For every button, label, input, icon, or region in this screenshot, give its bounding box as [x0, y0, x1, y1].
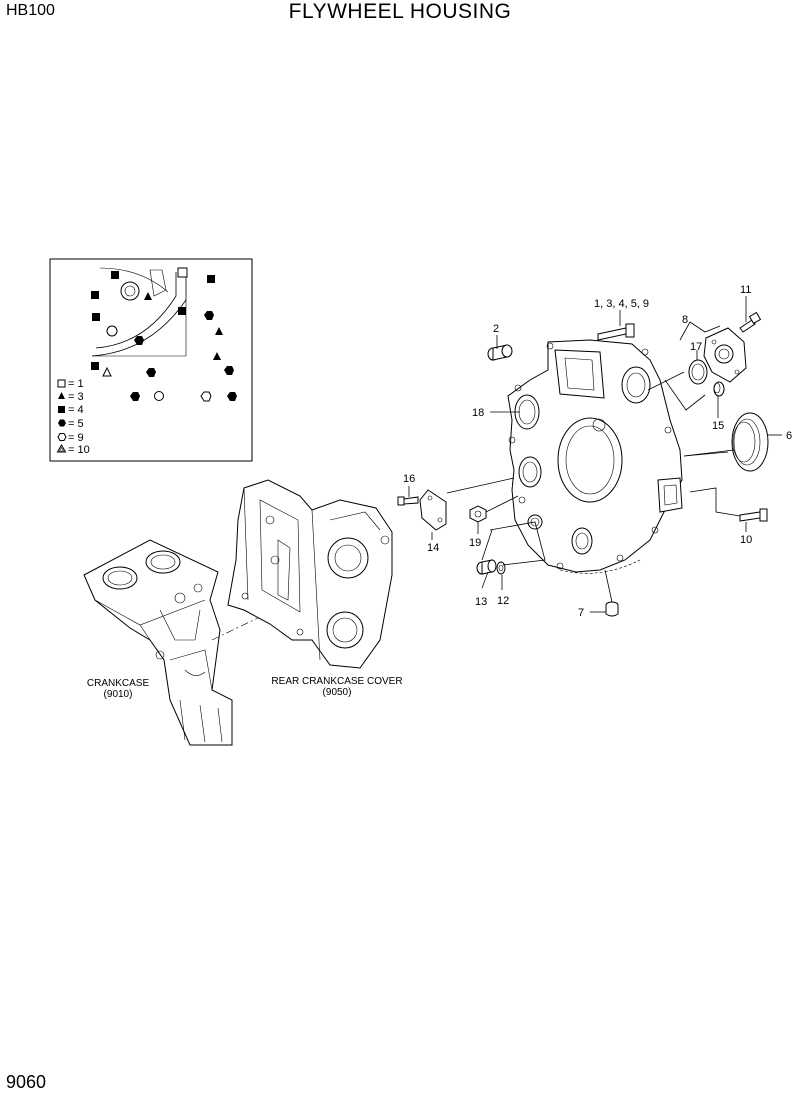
- filled-triangle-symbol: [144, 292, 152, 300]
- crankcase-drawing: [83, 539, 233, 746]
- inset-housing-outline: [91, 272, 187, 357]
- filled-square-symbol: [207, 275, 215, 283]
- callout-6: 6: [786, 430, 792, 442]
- filled-square-symbol: [92, 313, 100, 321]
- callout-8: 8: [682, 314, 688, 326]
- crankcase-outline: [83, 539, 233, 746]
- captions: CRANKCASE (9010) REAR CRANKCASE COVER (9…: [87, 676, 403, 700]
- callout-17: 17: [690, 341, 702, 353]
- filled-hexagon-symbol: [204, 311, 214, 320]
- callout-13: 13: [475, 596, 487, 608]
- part-19-plug: [469, 505, 487, 523]
- part-13-plug: [476, 559, 497, 575]
- hollow-square-icon: [57, 379, 66, 388]
- legend-label: = 9: [68, 432, 84, 444]
- inset-frame: [49, 258, 253, 462]
- filled-hexagon-symbol: [130, 392, 140, 401]
- model-code: HB100: [6, 2, 55, 19]
- legend-label: = 10: [68, 444, 90, 456]
- callout-18: 18: [472, 407, 484, 419]
- filled-square-symbol: [91, 362, 99, 370]
- filled-hexagon-symbol: [134, 336, 144, 345]
- inset-bore: [120, 281, 140, 301]
- housing-side-pad: [657, 477, 683, 513]
- legend-label: = 1: [68, 378, 84, 390]
- callout-16: 16: [403, 473, 415, 485]
- fastener-legend-inset: = 1 = 3 = 4 = 5 = 9 = 10: [49, 258, 253, 462]
- housing-top-cavity: [554, 349, 605, 399]
- filled-square-symbol: [178, 307, 186, 315]
- crankcase-caption: CRANKCASE: [87, 678, 150, 689]
- flywheel-housing-drawing: [507, 339, 683, 574]
- filled-hexagon-symbol: [224, 366, 234, 375]
- callout-10: 10: [740, 534, 752, 546]
- part-14-cover: [419, 489, 447, 531]
- part-15-plug: [713, 381, 725, 397]
- alignment-line: [211, 615, 263, 641]
- housing-left-lower-bore: [518, 456, 542, 488]
- legend-label: = 4: [68, 404, 84, 416]
- callout-11: 11: [740, 284, 751, 296]
- hollow-hexagon-symbol: [200, 391, 212, 402]
- filled-square-symbol: [111, 271, 119, 279]
- cover-lower-bore: [326, 611, 364, 649]
- part-7-sleeve: [605, 601, 619, 617]
- hollow-triangle-icon: [56, 443, 67, 453]
- part-12-washer: [496, 561, 506, 575]
- filled-square-symbol: [91, 291, 99, 299]
- part-17-gasket: [688, 359, 708, 385]
- callout-7: 7: [578, 607, 584, 619]
- callout-12: 12: [497, 595, 509, 607]
- callout-14: 14: [427, 542, 439, 554]
- filled-triangle-icon: [58, 392, 65, 399]
- rear-cover-ref: (9050): [323, 687, 352, 698]
- part-6-seal-ring: [731, 412, 769, 472]
- part-1-3-4-5-9-bolt: [597, 323, 635, 341]
- part-10-bolt: [739, 508, 768, 522]
- page-title: FLYWHEEL HOUSING: [288, 0, 512, 23]
- crankcase-ref: (9010): [104, 689, 133, 700]
- housing-flywheel-bore: [557, 417, 623, 503]
- filled-square-icon: [58, 406, 65, 413]
- cover-large-bore: [327, 537, 369, 579]
- callouts: 1, 3, 4, 5, 9 2 11 8 17 18 15 6 16 14 19…: [403, 284, 792, 619]
- housing-upper-bore: [621, 366, 651, 404]
- filled-triangle-symbol: [213, 352, 221, 360]
- hollow-triangle-symbol: [102, 366, 112, 377]
- filled-hexagon-symbol: [227, 392, 237, 401]
- cylinder-bore-icon: [145, 550, 181, 574]
- callout-2: 2: [493, 323, 499, 335]
- hollow-hexagon-icon: [57, 433, 67, 441]
- legend-key: = 1 = 3 = 4 = 5 = 9 = 10: [56, 378, 90, 456]
- rear-cover-caption: REAR CRANKCASE COVER: [271, 676, 402, 687]
- cover-outline: [227, 479, 393, 669]
- part-16-screw: [397, 496, 419, 506]
- leader-lines: [408, 296, 782, 613]
- legend-label: = 5: [68, 418, 84, 430]
- callout-15: 15: [712, 420, 724, 432]
- part-2-dowel: [487, 344, 513, 361]
- page-number: 9060: [6, 1072, 47, 1092]
- filled-hexagon-icon: [58, 419, 66, 427]
- filled-hexagon-symbol: [146, 368, 156, 377]
- filled-triangle-symbol: [215, 327, 223, 335]
- part-11-bolt: [739, 311, 762, 333]
- rear-crankcase-cover-drawing: [227, 479, 393, 669]
- callout-19: 19: [469, 537, 481, 549]
- cylinder-bore-icon: [102, 566, 138, 590]
- washer-symbol: [154, 391, 164, 401]
- hollow-square-symbol: [177, 267, 188, 278]
- part-8-cover-plate: [703, 327, 747, 383]
- callout-1-3-4-5-9: 1, 3, 4, 5, 9: [594, 298, 649, 310]
- legend-label: = 3: [68, 391, 84, 403]
